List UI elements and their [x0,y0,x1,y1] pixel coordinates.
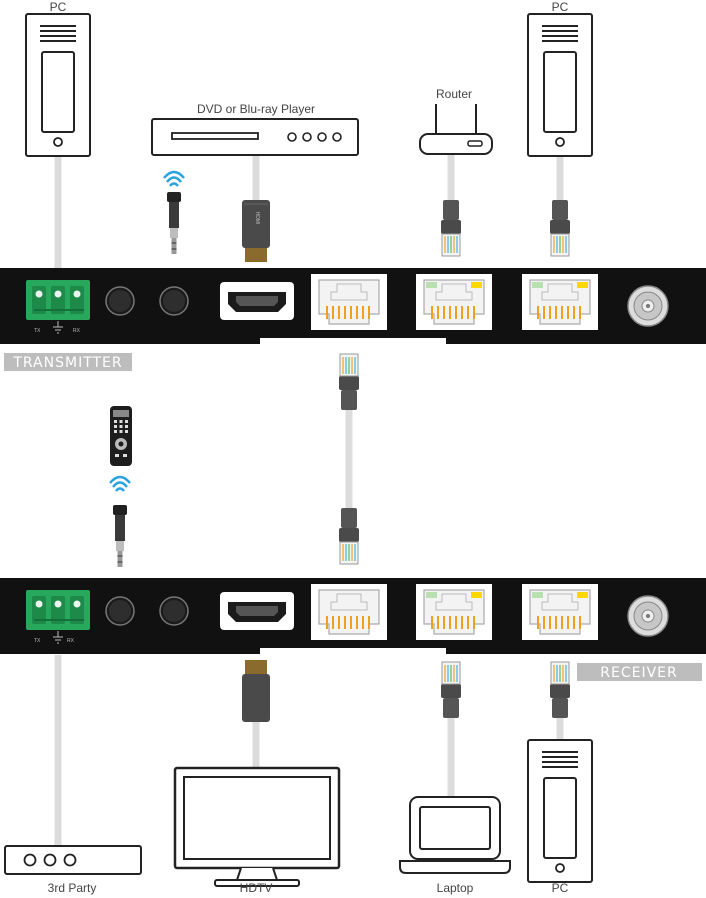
laptop-label: Laptop [437,881,474,895]
hdtv-label: HDTV [240,881,273,895]
ir-out-jack [159,286,189,316]
pc-bottom-label: PC [552,881,569,895]
hdbaset-port [310,273,388,331]
receiver-tag: RECEIVER [577,663,702,681]
router-label: Router [436,87,472,101]
transmitter-unit: TX RX [0,268,706,345]
cables [54,150,564,848]
hdmi-plug-icon: HDMI [242,200,270,262]
dvd-player-label: DVD or Blu-ray Player [197,102,315,116]
serial-tx-label: TX [34,638,41,644]
ir-sensor-icon [108,475,132,493]
serial-terminal-block [25,279,91,321]
router-icon [419,104,493,155]
third-party-device-icon [4,845,142,875]
rj45-plug-icon [549,661,571,719]
rj45-plug-icon [338,507,360,565]
coax-connector [627,285,669,327]
ir-remote-icon [110,406,132,466]
pc-top-right-label: PC [552,0,569,14]
lan-port-1 [415,273,493,331]
pc-top-left-label: PC [50,0,67,14]
coax-connector [627,595,669,637]
hdmi-port [220,592,294,630]
receiver-unit: TX RX [0,578,706,655]
ir-sensor-icon [162,170,186,188]
rj45-plug-icon [338,353,360,411]
serial-rx-label: RX [67,638,75,644]
serial-terminal-block [25,589,91,631]
lan-port-2 [521,273,599,331]
ir-out-jack [159,596,189,626]
dvd-player-icon [151,118,359,156]
lan-port-1 [415,583,493,641]
ir-sensor-plug [112,504,128,568]
rj45-plug-icon [440,661,462,719]
rj45-plug-icon [440,199,462,257]
transmitter-label: TRANSMITTER [12,355,122,371]
pc-tower-icon [25,13,91,157]
hdmi-plug-icon [242,660,270,722]
serial-tx-label: TX [34,328,41,334]
ground-icon [53,321,63,334]
third-party-label: 3rd Party [48,881,97,895]
svg-text:HDMI: HDMI [254,212,260,225]
ground-icon [53,631,63,644]
ir-in-jack [105,596,135,626]
hdmi-port [220,282,294,320]
laptop-icon [399,796,511,874]
serial-rx-label: RX [73,328,81,334]
receiver-label: RECEIVER [600,665,677,681]
lan-port-2 [521,583,599,641]
ir-sensor-plug [166,191,182,255]
tv-icon [173,766,341,887]
transmitter-tag: TRANSMITTER [4,353,132,371]
pc-tower-icon [527,13,593,157]
rj45-plug-icon [549,199,571,257]
hdbaset-port [310,583,388,641]
ir-in-jack [105,286,135,316]
pc-tower-icon [527,739,593,883]
